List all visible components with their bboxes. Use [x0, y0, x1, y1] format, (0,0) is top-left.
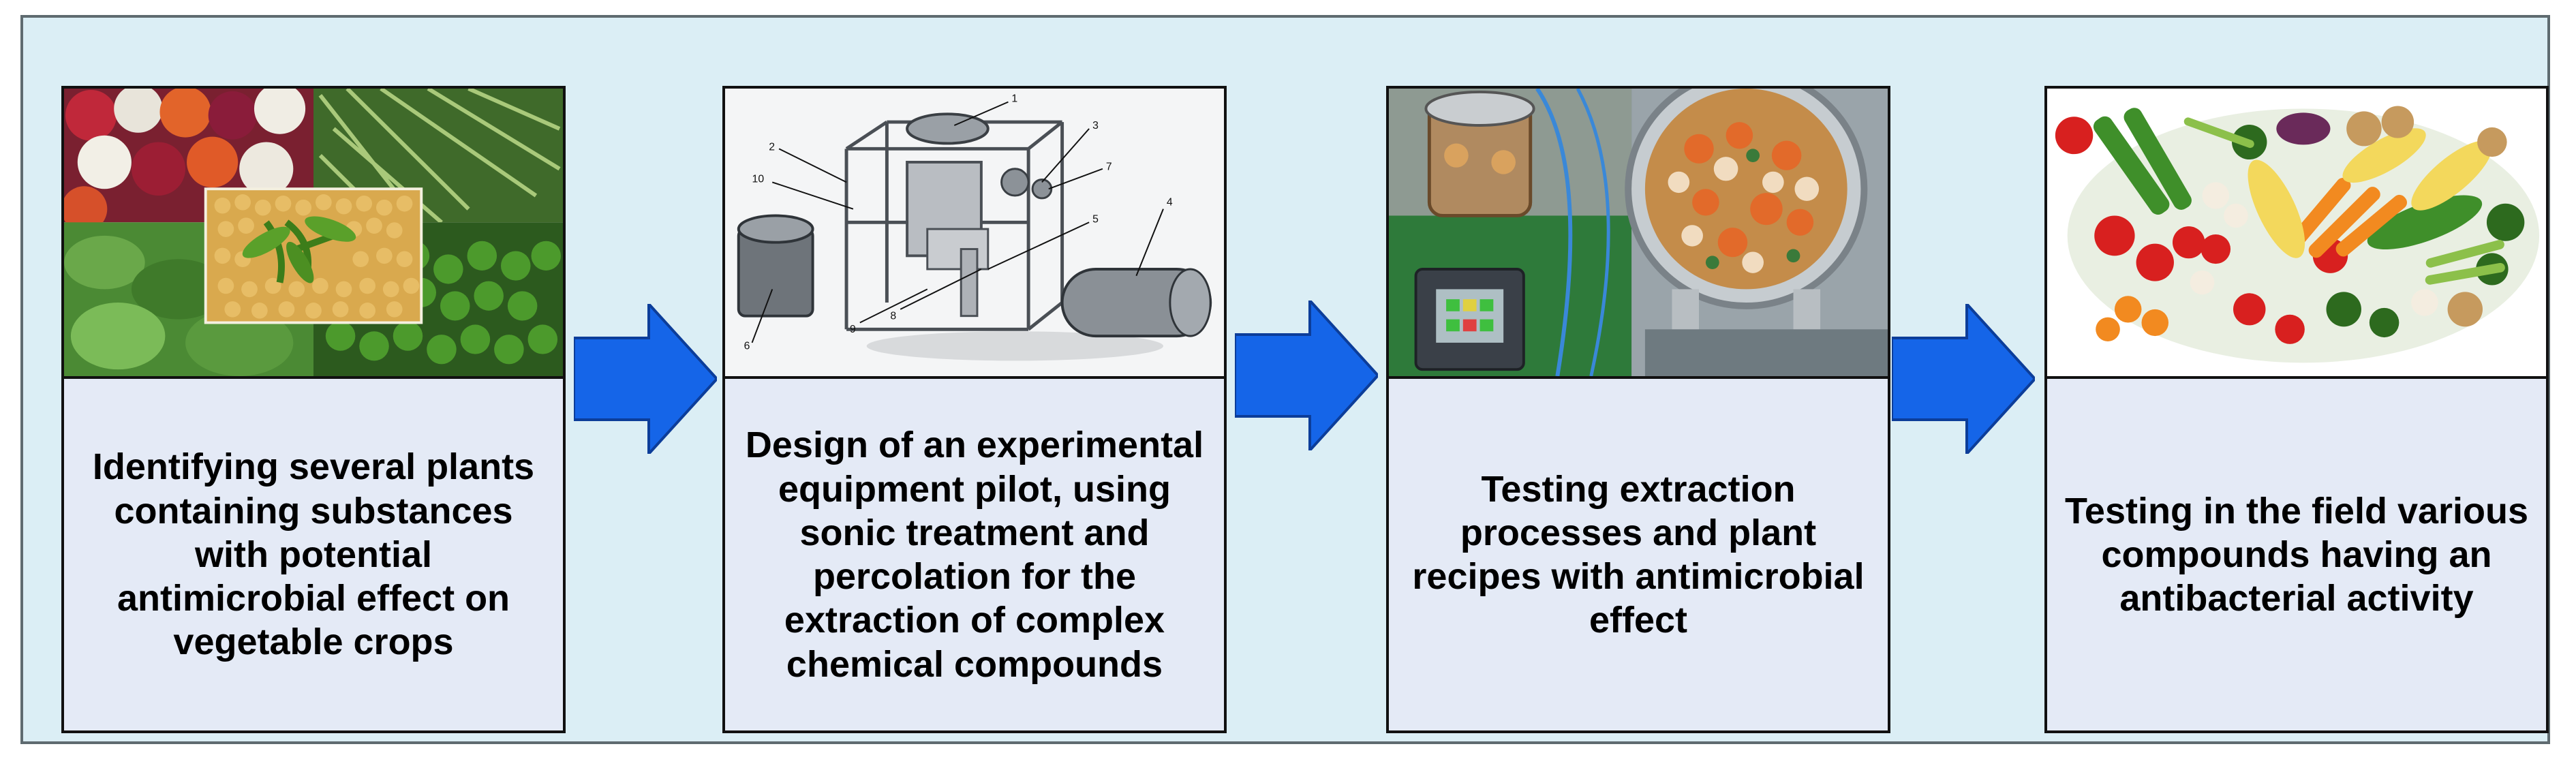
step-3-caption-box: Testing extraction processes and plant r…	[1386, 379, 1890, 733]
step-2-caption-box: Design of an experimental equipment pilo…	[722, 379, 1227, 733]
step-1-caption: Identifying several plants containing su…	[92, 446, 535, 663]
right-arrow-icon	[1892, 304, 2035, 454]
callout-6: 6	[744, 341, 750, 352]
callout-3: 3	[1092, 120, 1099, 132]
callout-8: 8	[890, 311, 896, 322]
equipment-cad-image: 1 2 3 4 5 6 7 8 9 10	[722, 86, 1227, 379]
extraction-lab-image	[1386, 86, 1890, 379]
step-3-caption: Testing extraction processes and plant r…	[1412, 468, 1865, 641]
step-4-caption: Testing in the field various compounds h…	[2064, 490, 2529, 619]
step-1-caption-box: Identifying several plants containing su…	[61, 379, 566, 733]
step-2-caption: Design of an experimental equipment pilo…	[745, 425, 1204, 685]
callout-1: 1	[1011, 93, 1017, 105]
callout-5: 5	[1092, 213, 1099, 225]
diagram-frame: Identifying several plants containing su…	[20, 15, 2550, 744]
plant-collage-image	[61, 86, 566, 379]
callout-9: 9	[850, 324, 856, 335]
right-arrow-icon	[1235, 301, 1378, 450]
callout-4: 4	[1167, 197, 1173, 209]
cad-callout-labels: 1 2 3 4 5 6 7 8 9 10	[744, 93, 1173, 352]
callout-10: 10	[752, 173, 765, 185]
right-arrow-icon	[574, 304, 717, 454]
callout-2: 2	[769, 141, 775, 153]
step-4-caption-box: Testing in the field various compounds h…	[2044, 379, 2549, 733]
callout-7: 7	[1106, 161, 1112, 173]
vegetables-image	[2044, 86, 2549, 379]
